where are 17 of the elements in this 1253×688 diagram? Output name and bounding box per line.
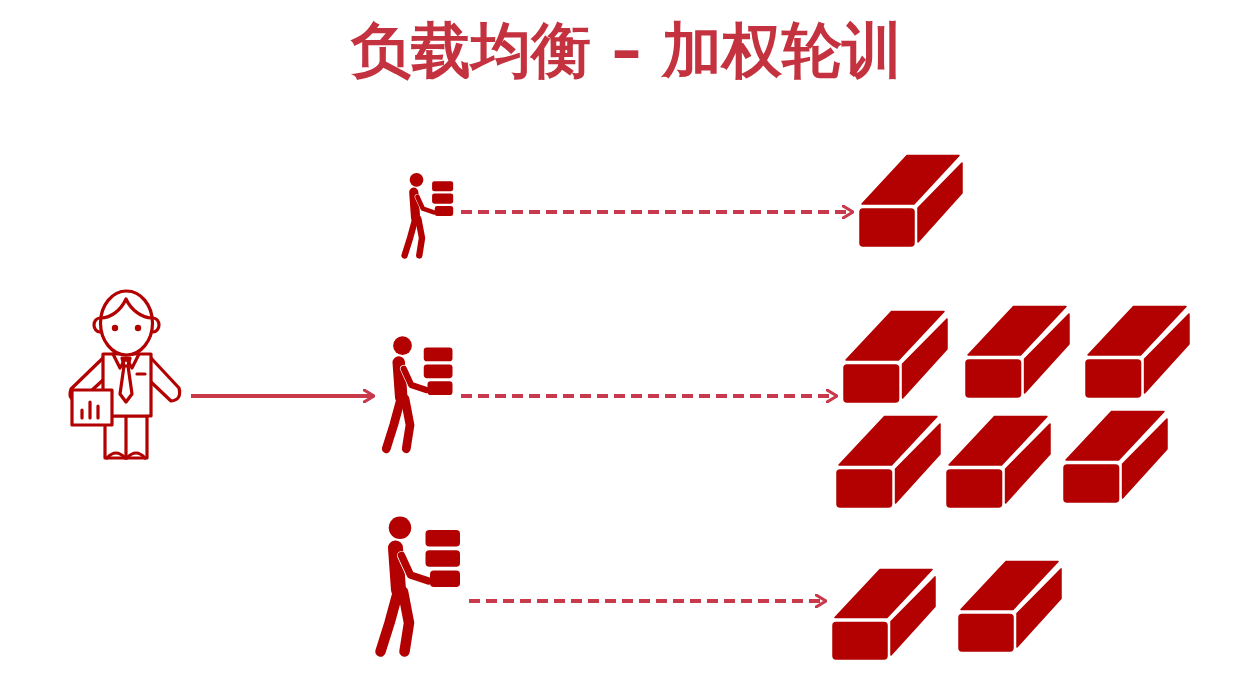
arrow	[461, 204, 855, 220]
arrow	[469, 593, 828, 609]
arrow	[461, 388, 839, 404]
brick-icon	[958, 560, 1062, 652]
arrow	[191, 388, 376, 404]
person-carrying-boxes-icon	[400, 172, 455, 260]
brick-icon	[836, 415, 941, 508]
brick-icon	[965, 305, 1070, 398]
brick-icon	[946, 415, 1051, 508]
brick-icon	[859, 154, 963, 247]
brick-icon	[1063, 410, 1168, 503]
person-carrying-boxes-icon	[373, 515, 463, 659]
brick-icon	[1085, 305, 1190, 398]
person-carrying-boxes-icon	[380, 335, 455, 455]
brick-icon	[843, 310, 948, 403]
title: 负载均衡 – 加权轮训	[350, 16, 903, 84]
brick-icon	[832, 568, 936, 660]
